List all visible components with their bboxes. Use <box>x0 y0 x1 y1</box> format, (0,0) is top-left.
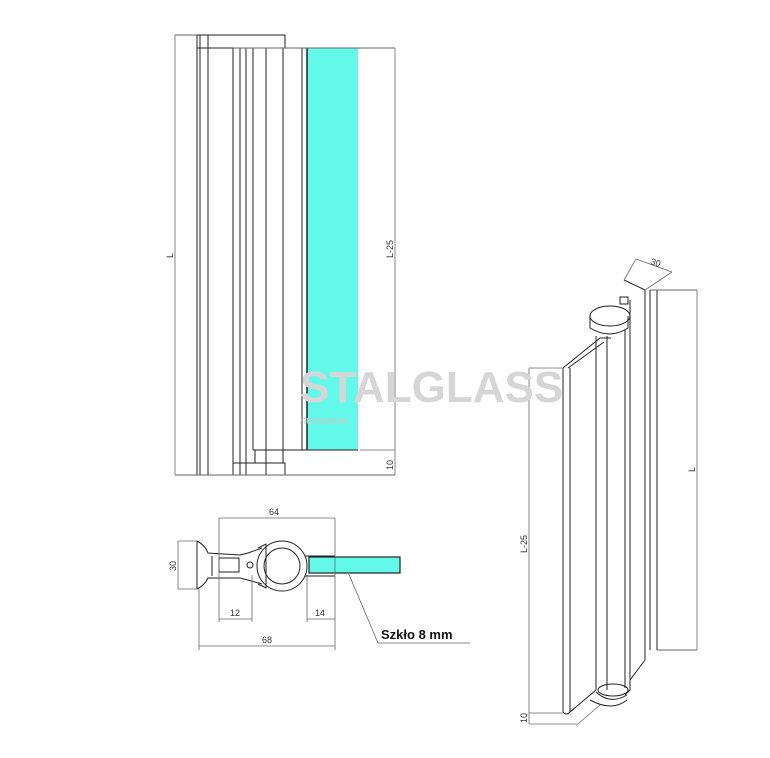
dim-30: 30 <box>168 561 178 571</box>
dim-iso-L-25: L-25 <box>519 535 529 553</box>
watermark-tagline: hurtownia <box>300 415 349 427</box>
glass-callout: Szkło 8 mm <box>381 627 453 642</box>
dim-L: L <box>165 253 175 258</box>
section-view: 64 30 12 14 68 Szkło 8 mm <box>168 507 470 650</box>
glass-leader-line <box>347 571 470 644</box>
dim-iso-30: 30 <box>649 256 662 269</box>
front-view: L L-25 10 <box>165 34 396 476</box>
isometric-view: 30 L L-25 10 <box>519 256 698 725</box>
watermark: STALGLASS hurtownia <box>300 363 563 427</box>
dim-iso-L: L <box>687 467 697 472</box>
glass-section <box>308 556 401 574</box>
glass-panel <box>307 48 358 450</box>
dim-12: 12 <box>230 608 240 618</box>
dim-L-25: L-25 <box>385 240 395 258</box>
dim-14: 14 <box>315 608 325 618</box>
dim-10: 10 <box>385 460 395 470</box>
watermark-brand: STALGLASS <box>300 363 563 412</box>
dim-64: 64 <box>269 507 279 517</box>
dim-iso-10: 10 <box>519 713 529 723</box>
dim-68: 68 <box>262 635 272 645</box>
